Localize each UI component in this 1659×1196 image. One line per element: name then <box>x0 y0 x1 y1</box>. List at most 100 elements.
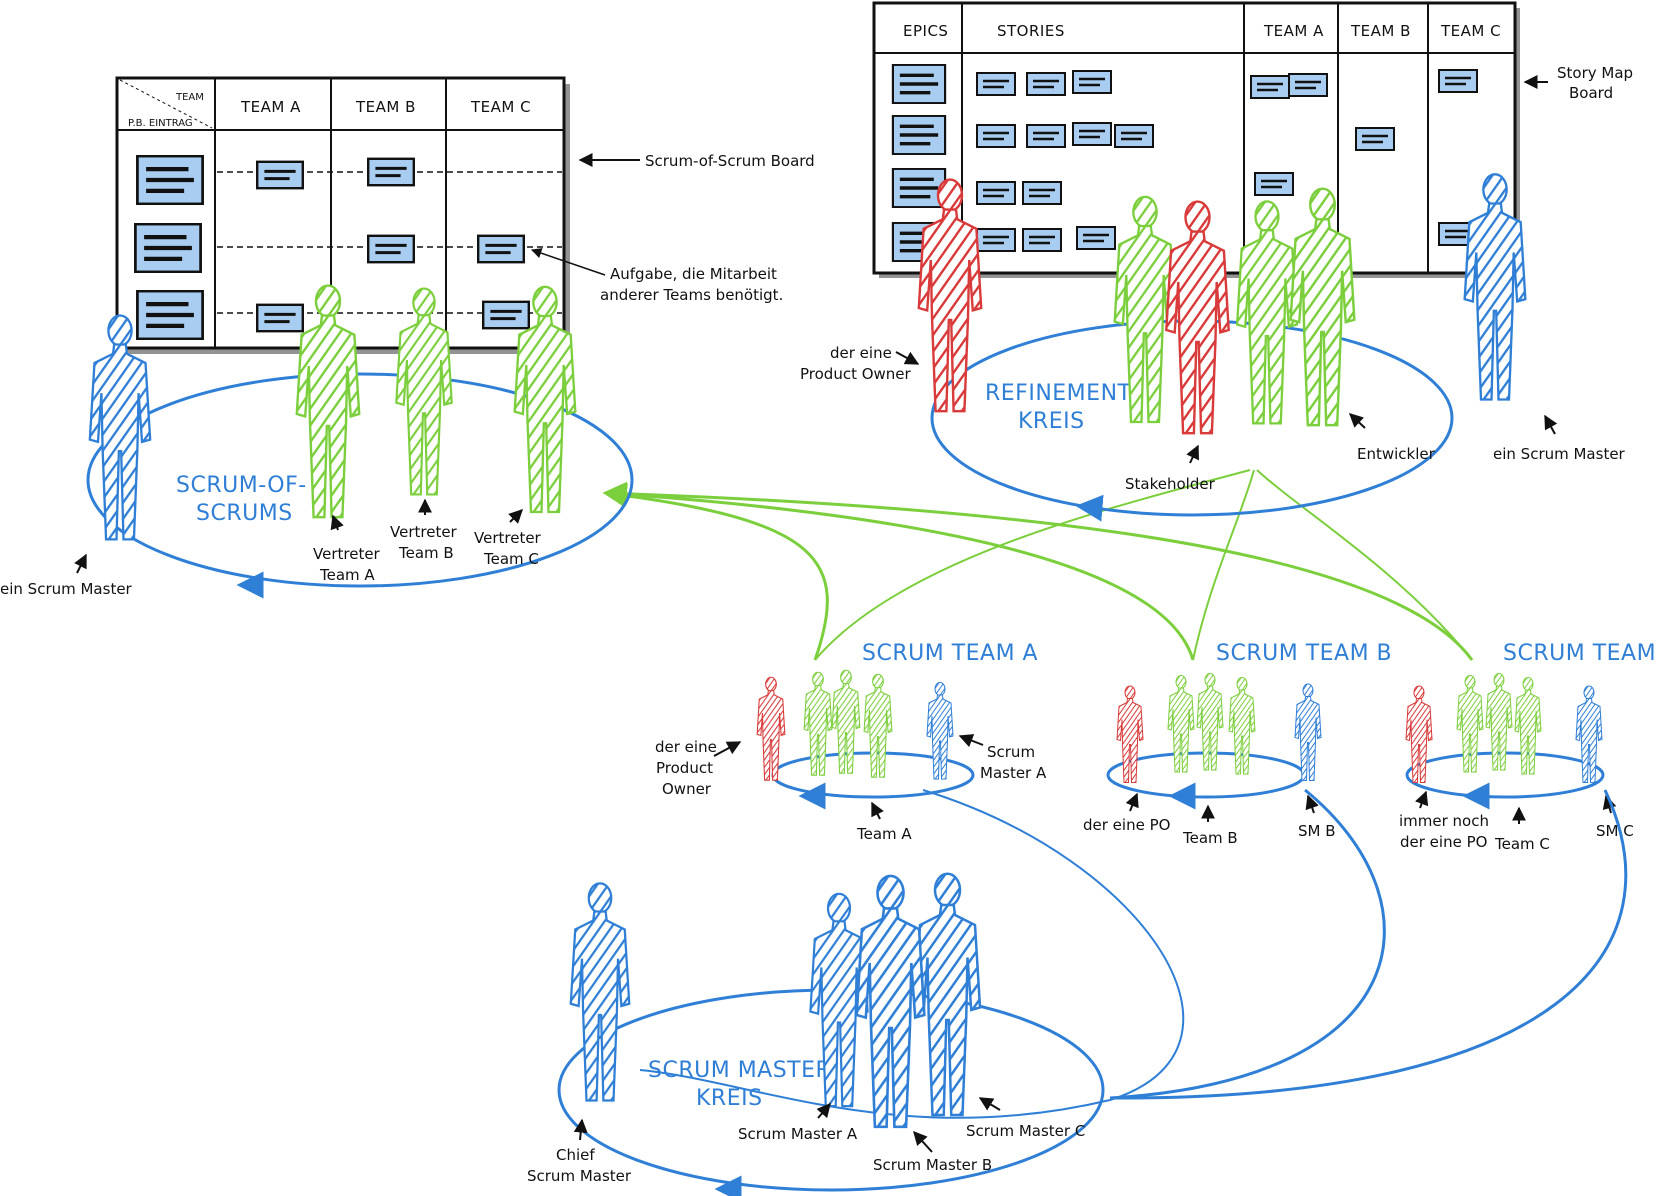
refinement-title-line2: KREIS <box>1018 409 1085 434</box>
scrum-of-scrums-circle <box>86 372 634 588</box>
story-card <box>976 72 1016 96</box>
chief-sm-label-line1: Chief <box>556 1146 595 1164</box>
task-card <box>256 303 304 333</box>
team-a-po-label-line3: Owner <box>662 780 712 798</box>
team-a-label: Team A <box>856 825 912 843</box>
team-c-po-label-line1: immer noch <box>1399 812 1489 830</box>
story-card <box>1114 124 1154 148</box>
sm-circle-title-line1: SCRUM MASTER <box>648 1058 831 1083</box>
team-b-po-figure <box>1116 685 1144 784</box>
task-card <box>367 157 415 187</box>
chief-sm-label-line2: Scrum Master <box>527 1167 632 1185</box>
team-a-sm-label-line2: Master A <box>980 764 1047 782</box>
sos-circle-title-line2: SCRUMS <box>196 501 293 526</box>
story-card <box>1072 70 1112 94</box>
chief-scrum-master-figure <box>569 882 631 1102</box>
team-c-po-label-line2: der eine PO <box>1400 833 1487 851</box>
sos-board-caption: Scrum-of-Scrum Board <box>645 152 815 170</box>
rep-a-label-line1: Vertreter <box>313 545 381 563</box>
scrum-master-links <box>639 788 1628 1119</box>
rep-b-label-line1: Vertreter <box>390 523 458 541</box>
team-b-sm-label: SM B <box>1298 822 1336 840</box>
refinement-title-line1: REFINEMENT <box>985 381 1132 406</box>
story-card <box>1250 75 1290 99</box>
scrum-team-b-title: SCRUM TEAM B <box>1216 641 1392 666</box>
epic-card <box>890 115 948 155</box>
team-c-sm-label: SM C <box>1596 822 1634 840</box>
team-b-dev-figure <box>1228 676 1256 775</box>
story-header-team-c: TEAM C <box>1440 22 1501 40</box>
team-b-label: Team B <box>1182 829 1238 847</box>
epic-card <box>890 168 948 208</box>
task-card <box>367 234 415 264</box>
team-c-dev-figure <box>1485 672 1513 771</box>
team-a-po-label-line2: Product <box>656 759 713 777</box>
board-corner-entry: P.B. EINTRAG <box>128 118 193 129</box>
scrum-team-c-title: SCRUM TEAM C <box>1503 641 1659 666</box>
sos-header-team-a: TEAM A <box>240 98 301 116</box>
sos-header-team-b: TEAM B <box>355 98 416 116</box>
story-card <box>1072 122 1112 146</box>
story-card <box>976 124 1016 148</box>
task-card <box>256 160 304 190</box>
dependency-note-line2: anderer Teams benötigt. <box>600 286 783 304</box>
story-header-stories: STORIES <box>997 22 1065 40</box>
scrum-master-c-figure <box>913 872 982 1117</box>
team-b-dev-figure <box>1196 672 1224 771</box>
backlog-entry-card <box>137 156 202 204</box>
story-card <box>976 228 1016 252</box>
task-card <box>477 234 525 264</box>
epic-card <box>890 64 948 104</box>
refinement-po-label-line2: Product Owner <box>800 365 912 383</box>
team-c-label: Team C <box>1494 835 1550 853</box>
team-b-po-label: der eine PO <box>1083 816 1170 834</box>
team-b-dev-figure <box>1167 674 1195 773</box>
task-card <box>482 300 530 330</box>
team-a-dev-figure <box>831 669 861 774</box>
team-a-po-label-line1: der eine <box>655 738 717 756</box>
rep-a-label-line2: Team A <box>319 566 375 584</box>
sm-circle-title-line2: KREIS <box>696 1086 763 1111</box>
scrum-of-scrum-board: TEAM P.B. EINTRAG TEAM A TEAM B TEAM C <box>115 76 570 354</box>
story-card <box>1288 73 1328 97</box>
sm-a-label: Scrum Master A <box>738 1125 858 1143</box>
story-card <box>1254 172 1294 196</box>
story-header-team-a: TEAM A <box>1263 22 1324 40</box>
scrum-team-a-title: SCRUM TEAM A <box>862 641 1038 666</box>
team-b-sm-figure <box>1294 683 1322 782</box>
team-c-dev-figure <box>1514 676 1542 775</box>
refinement-po-label-line1: der eine <box>830 344 892 362</box>
sos-circle-title-line1: SCRUM-OF- <box>176 473 307 498</box>
sos-header-team-c: TEAM C <box>470 98 531 116</box>
sm-b-label: Scrum Master B <box>873 1156 992 1174</box>
team-a-dev-figure <box>803 671 833 776</box>
rep-c-label-line1: Vertreter <box>474 529 542 547</box>
team-a-sm-figure <box>926 681 954 780</box>
story-card <box>1076 226 1116 250</box>
rep-c-label-line2: Team C <box>483 550 539 568</box>
rep-b-label-line2: Team B <box>398 544 454 562</box>
dependency-note-line1: Aufgabe, die Mitarbeit <box>610 265 777 283</box>
story-card <box>1355 127 1395 151</box>
story-card <box>1438 69 1478 93</box>
story-card <box>1026 124 1066 148</box>
scrum-master-b-figure <box>855 874 926 1129</box>
developer-label: Entwickler <box>1357 445 1436 463</box>
backlog-entry-card <box>137 291 202 339</box>
story-card <box>1026 72 1066 96</box>
story-card <box>976 181 1016 205</box>
stakeholder-label: Stakeholder <box>1125 475 1216 493</box>
story-board-caption-line2: Board <box>1569 84 1613 102</box>
story-header-epics: EPICS <box>903 22 948 40</box>
board-corner-team: TEAM <box>175 92 204 103</box>
refinement-sm-label: ein Scrum Master <box>1493 445 1626 463</box>
story-card <box>1022 181 1062 205</box>
sos-scrum-master-label: ein Scrum Master <box>0 580 133 598</box>
team-c-dev-figure <box>1456 674 1484 773</box>
team-a-dev-figure <box>863 673 893 778</box>
story-board-caption-line1: Story Map <box>1557 64 1633 82</box>
team-a-sm-label-line1: Scrum <box>987 743 1035 761</box>
story-card <box>1022 228 1062 252</box>
team-connections <box>602 469 1474 661</box>
